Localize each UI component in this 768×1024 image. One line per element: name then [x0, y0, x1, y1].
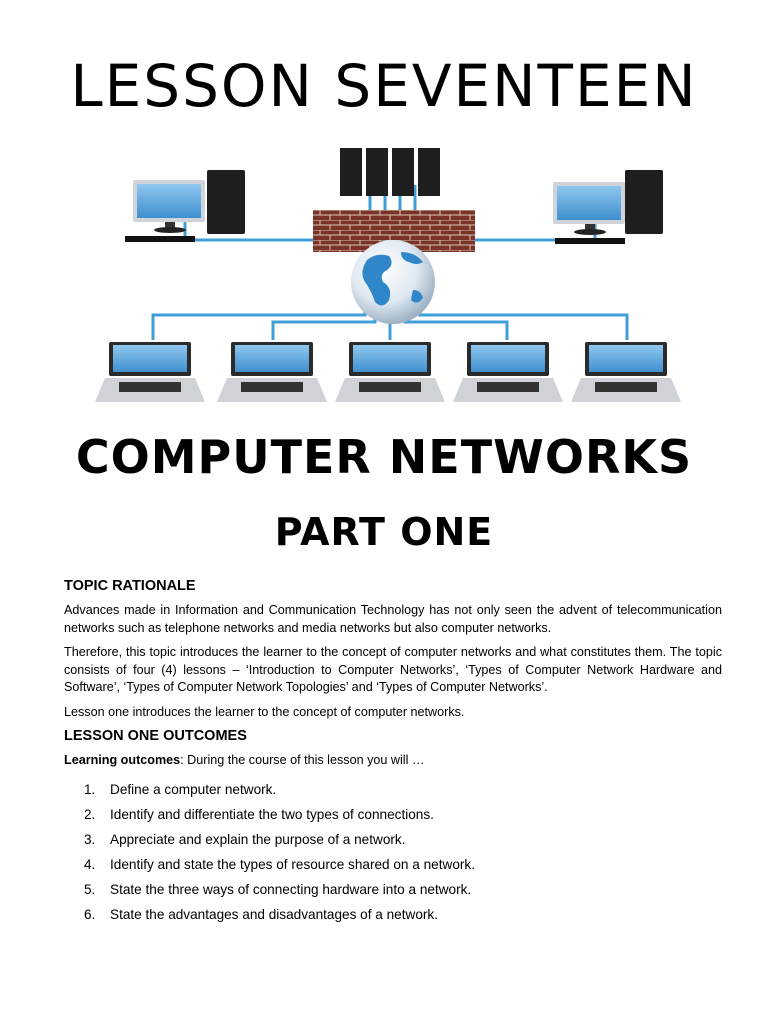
lesson-title: LESSON SEVENTEEN	[70, 52, 698, 120]
laptop-1	[95, 342, 205, 402]
rationale-heading: TOPIC RATIONALE	[64, 578, 196, 594]
laptop-5	[571, 342, 681, 402]
list-item-number: 6.	[84, 906, 96, 922]
sub-title: PART ONE	[274, 510, 494, 554]
list-item: 5. State the three ways of connecting har…	[64, 877, 722, 902]
laptop-3	[335, 342, 445, 402]
document-body: TOPIC RATIONALE Advances made in Informa…	[64, 578, 722, 927]
list-item-text: Appreciate and explain the purpose of a …	[110, 831, 406, 847]
list-item-number: 1.	[84, 781, 96, 797]
rationale-paragraph-1: Advances made in Information and Communi…	[64, 603, 722, 635]
list-item-number: 4.	[84, 856, 96, 872]
list-item: 1. Define a computer network.	[64, 777, 722, 802]
list-item: 6. State the advantages and disadvantages…	[64, 902, 722, 927]
list-item-text: Define a computer network.	[110, 781, 277, 797]
outcomes-intro-text: : During the course of this lesson you w…	[180, 753, 425, 767]
network-illustration	[95, 148, 681, 402]
outcomes-heading: LESSON ONE OUTCOMES	[64, 728, 247, 744]
outcomes-intro-label: Learning outcomes	[64, 753, 181, 767]
main-title: COMPUTER NETWORKS	[75, 430, 693, 484]
list-item-number: 5.	[84, 881, 96, 897]
list-item: 4. Identify and state the types of resour…	[64, 852, 722, 877]
outcomes-intro: Learning outcomes: During the course of …	[64, 752, 722, 770]
list-item-number: 2.	[84, 806, 96, 822]
rationale-paragraph-2: Therefore, this topic introduces the lea…	[64, 645, 722, 694]
rationale-paragraph-3: Lesson one introduces the learner to the…	[64, 704, 465, 719]
desktop-computer-right	[553, 170, 663, 244]
server-rack	[340, 148, 440, 196]
desktop-computer-left	[125, 170, 245, 242]
list-item: 3. Appreciate and explain the purpose of …	[64, 827, 722, 852]
laptop-4	[453, 342, 563, 402]
list-item-text: Identify and differentiate the two types…	[110, 806, 434, 822]
list-item-number: 3.	[84, 831, 96, 847]
list-item-text: Identify and state the types of resource…	[110, 856, 475, 872]
list-item-text: State the advantages and disadvantages o…	[110, 906, 438, 922]
list-item: 2. Identify and differentiate the two typ…	[64, 802, 722, 827]
list-item-text: State the three ways of connecting hardw…	[110, 881, 472, 897]
laptop-2	[217, 342, 327, 402]
outcomes-list: 1. Define a computer network. 2. Identify …	[64, 777, 722, 927]
globe-icon	[351, 240, 435, 324]
